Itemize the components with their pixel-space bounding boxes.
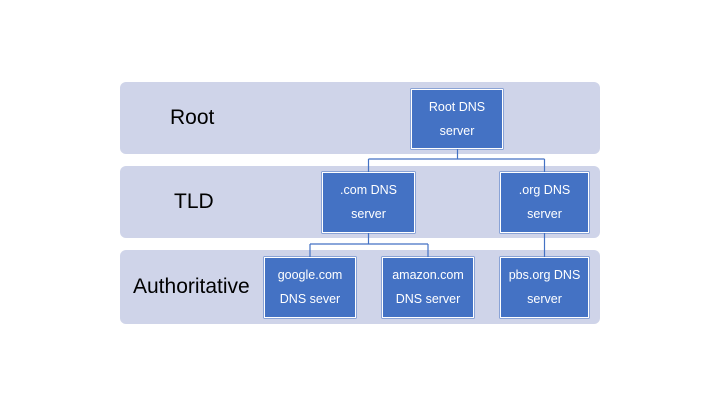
node-label-line2: server xyxy=(527,292,562,307)
node-label-line1: Root DNS xyxy=(428,100,486,114)
tier-label-tld: TLD xyxy=(174,190,214,213)
node-label-line2: DNS sever xyxy=(279,292,341,307)
google-dns-server-node: google.com DNS sever xyxy=(264,257,356,318)
node-label-line1: google.com xyxy=(277,268,343,283)
node-label-line2: server xyxy=(439,123,475,138)
node-label-line1: .org DNS xyxy=(518,183,571,198)
org-dns-server-node: .org DNS server xyxy=(500,172,589,233)
node-label-line1: pbs.org DNS xyxy=(508,268,581,283)
root-tier-band xyxy=(120,82,600,154)
pbs-dns-server-node: pbs.org DNS server xyxy=(500,257,589,318)
root-dns-server-node: Root DNS server xyxy=(411,89,503,149)
amazon-dns-server-node: amazon.com DNS server xyxy=(382,257,474,318)
node-label-line1: amazon.com xyxy=(392,268,464,283)
node-label-line2: server xyxy=(351,207,386,222)
com-dns-server-node: .com DNS server xyxy=(322,172,415,233)
node-label-line1: .com DNS xyxy=(340,183,397,198)
node-label-line2: DNS server xyxy=(395,292,461,307)
node-label-line2: server xyxy=(527,207,562,222)
tier-label-root: Root xyxy=(170,106,215,129)
tier-label-authoritative: Authoritative xyxy=(133,275,250,298)
